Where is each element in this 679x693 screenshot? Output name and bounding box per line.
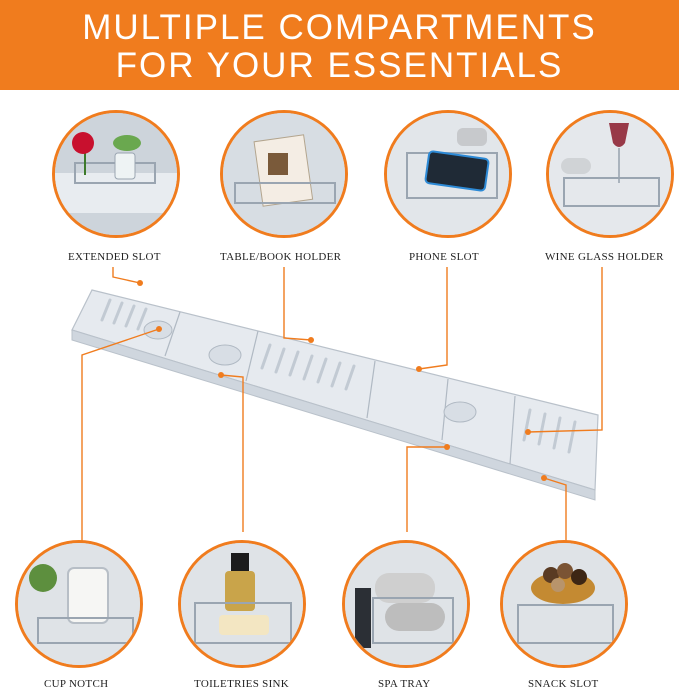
snack-slot-photo [500, 540, 628, 668]
title-banner: MULTIPLE COMPARTMENTS FOR YOUR ESSENTIAL… [0, 0, 679, 90]
label-spa-tray: SPA TRAY [378, 678, 431, 690]
toiletries-sink-photo [178, 540, 306, 668]
label-toiletries-sink: TOILETRIES SINK [194, 678, 290, 690]
label-extended-slot: EXTENDED SLOT [68, 251, 161, 263]
banner-title-line-1: MULTIPLE COMPARTMENTS [82, 8, 597, 47]
label-cup-notch: CUP NOTCH [44, 678, 109, 690]
label-table-book-holder: TABLE/BOOK HOLDER [220, 251, 342, 263]
extended-slot-photo [52, 110, 180, 238]
label-phone-slot: PHONE SLOT [409, 251, 479, 263]
wine-glass-holder-photo [546, 110, 674, 238]
table-book-holder-photo [220, 110, 348, 238]
cup-notch-photo [15, 540, 143, 668]
spa-tray-photo [342, 540, 470, 668]
label-snack-slot: SNACK SLOT [528, 678, 599, 690]
banner-title-line-2: FOR YOUR ESSENTIALS [115, 46, 564, 85]
phone-slot-photo [384, 110, 512, 238]
label-wine-glass-holder: WINE GLASS HOLDER [545, 251, 664, 263]
extendable-bath-tray [71, 289, 599, 501]
